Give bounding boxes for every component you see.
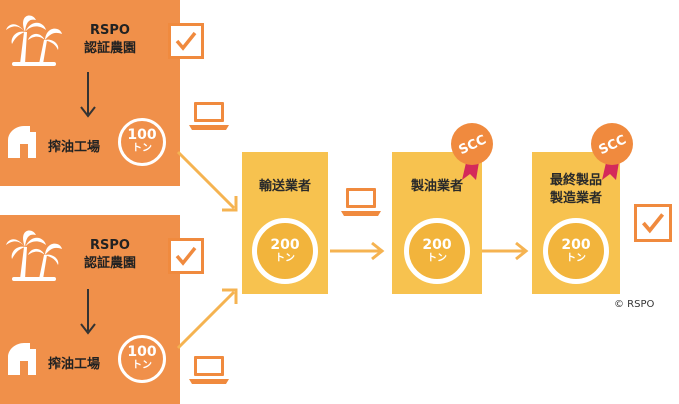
checkmark-icon [175, 246, 197, 266]
palm-tree-icon [6, 15, 62, 66]
checkmark-box [168, 23, 204, 59]
ton-circle: 100 トン [118, 335, 166, 383]
ton-circle: 200 トン [543, 218, 609, 284]
ton-value: 200 [422, 237, 452, 253]
stage-title-line1: 輸送業者 [258, 179, 311, 194]
laptop-icon [189, 356, 229, 384]
ton-value: 100 [127, 127, 157, 143]
stage-title: 製油業者 [392, 178, 482, 196]
ton-value: 200 [270, 237, 300, 253]
stage-title: 輸送業者 [242, 178, 328, 196]
mill-label: 搾油工場 [48, 357, 101, 372]
ton-circle: 200 トン [404, 218, 470, 284]
ton-value: 100 [127, 344, 157, 360]
stage-title: 最終製品 製造業者 [532, 172, 620, 208]
laptop-icon [341, 188, 381, 216]
down-arrow [80, 289, 96, 335]
stage-title-line1: 製油業者 [410, 179, 463, 194]
checkmark-icon [175, 31, 197, 51]
down-arrow [80, 72, 96, 118]
ton-circle: 100 トン [118, 118, 166, 166]
farm-label-line1: RSPO [90, 238, 130, 253]
scc-badge-icon: SCC [451, 123, 493, 180]
checkmark-box [168, 238, 204, 274]
ton-unit: トン [427, 253, 447, 264]
oil-mill-icon [8, 343, 36, 375]
oil-mill-icon [8, 126, 36, 158]
mill-label: 搾油工場 [48, 140, 101, 155]
checkmark-icon [641, 213, 665, 234]
farm-label-line2: 認証農園 [83, 41, 136, 56]
stage-title-line1: 最終製品 [549, 173, 602, 188]
ton-value: 200 [561, 237, 591, 253]
copyright-text: © RSPO [614, 299, 655, 310]
ton-circle: 200 トン [252, 218, 318, 284]
palm-tree-icon [6, 230, 62, 281]
stage-transporter: 輸送業者 200 トン [242, 152, 328, 294]
stage-title-line2: 製造業者 [549, 191, 602, 206]
checkmark-box [634, 204, 672, 242]
farm-panel-1: RSPO 認証農園 搾油工場 100 トン [0, 0, 180, 186]
ton-unit: トン [275, 253, 295, 264]
farm-label-line2: 認証農園 [83, 256, 136, 271]
farm-label: RSPO 認証農園 [70, 22, 150, 58]
laptop-icon [189, 102, 229, 130]
ton-unit: トン [132, 360, 152, 371]
ton-unit: トン [566, 253, 586, 264]
farm-panel-2: RSPO 認証農園 搾油工場 100 トン [0, 215, 180, 404]
farm-label-line1: RSPO [90, 23, 130, 38]
ton-unit: トン [132, 143, 152, 154]
farm-label: RSPO 認証農園 [70, 237, 150, 273]
scc-badge-icon: SCC [591, 123, 633, 180]
